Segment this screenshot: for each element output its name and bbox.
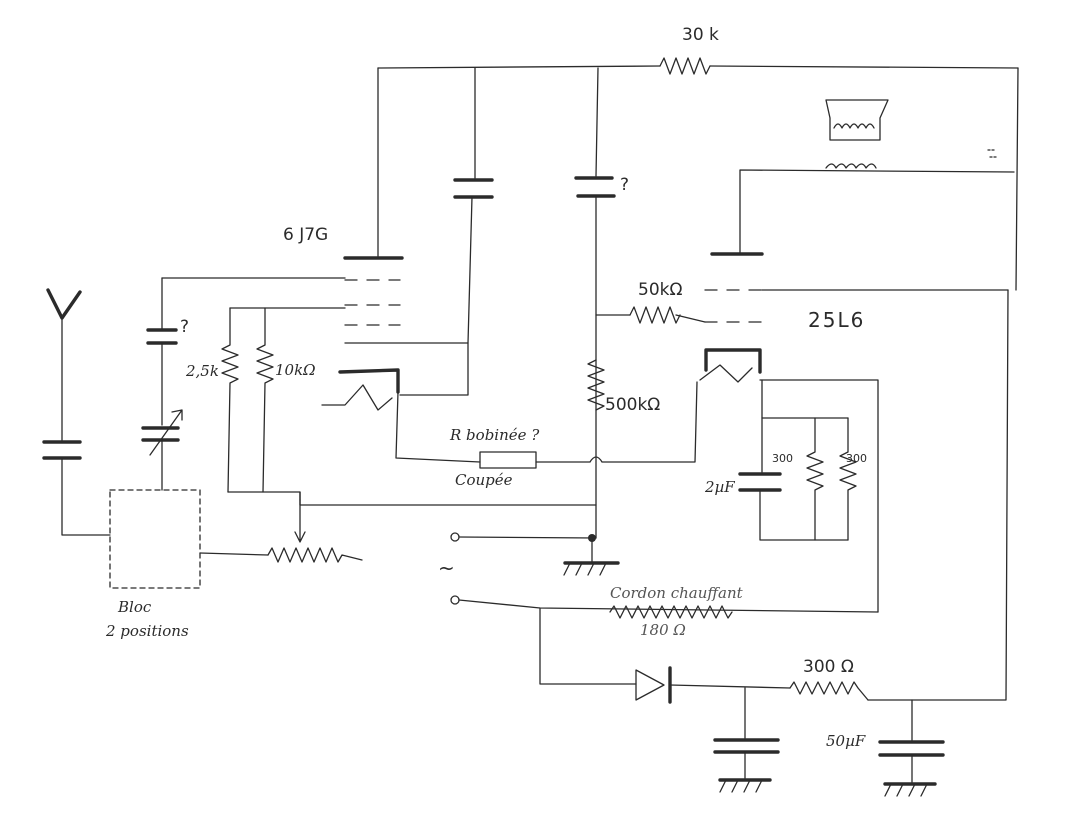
antenna-icon (42, 288, 111, 536)
resistor-bobinee-note: Coupée (455, 471, 513, 489)
rectifier (539, 607, 791, 704)
capacitor-2uf-label: 2µF (704, 478, 735, 496)
capacitor-coupling: ? (574, 67, 629, 539)
potentiometer (267, 499, 363, 563)
resistor-30k-label: 30 k (682, 25, 719, 45)
capacitor-screen (344, 67, 494, 396)
ground-bus (299, 491, 597, 506)
top-rail (377, 65, 1019, 291)
resistor-300-a-label: 300 (772, 452, 793, 465)
resistor-10k-label: 10kΩ (275, 361, 316, 379)
resistor-10k: 10kΩ (256, 307, 316, 493)
ht-rail (867, 289, 1009, 701)
resistor-bobinee: R bobinée ? Coupée (395, 381, 698, 489)
ac-symbol: ~ (438, 556, 457, 580)
tube-25l6: 25L6 (699, 169, 1015, 383)
resistor-300-b-label: 300 (846, 452, 867, 465)
resistor-cordon: Cordon chauffant 180 Ω (609, 584, 744, 639)
bloc-label-2: 2 positions (105, 622, 189, 640)
resistor-500k: 500kΩ (587, 359, 660, 415)
cathode-network: 2µF 300 300 (704, 379, 879, 613)
ground-icon (563, 534, 620, 576)
capacitor-filter-1 (713, 687, 780, 793)
resistor-bobinee-label: R bobinée ? (449, 426, 540, 444)
resistor-50k: 50kΩ (595, 280, 706, 324)
capacitor-filter-2: 50µF (826, 699, 945, 797)
resistor-300ohm-label: 300 Ω (803, 657, 854, 677)
resistor-50k-label: 50kΩ (638, 280, 682, 300)
resistor-300ohm: 300 Ω (789, 657, 869, 701)
tube-6j7g-label: 6 J7G (283, 225, 328, 245)
capacitor-50uf-label: 50µF (826, 732, 866, 750)
cordon-label: Cordon chauffant (610, 584, 744, 602)
variable-capacitor (141, 409, 183, 491)
resistor-30k: 30 k (659, 25, 719, 75)
capacitor-grid-label: ? (180, 317, 189, 337)
resistor-2k5-label: 2,5k (185, 362, 219, 380)
bloc-label-1: Bloc (117, 598, 152, 616)
bloc-switch: Bloc 2 positions (105, 489, 269, 640)
tube-6j7g: 6 J7G (283, 67, 404, 411)
capacitor-grid: ? (146, 317, 189, 426)
tube-25l6-label: 25L6 (808, 308, 865, 332)
loudspeaker (825, 99, 997, 169)
capacitor-coupling-label: ? (620, 175, 629, 195)
cordon-value: 180 Ω (640, 621, 686, 639)
resistor-500k-label: 500kΩ (605, 395, 660, 415)
ground-bus-left (227, 491, 301, 501)
resistor-2k5: 2,5k (185, 307, 239, 493)
